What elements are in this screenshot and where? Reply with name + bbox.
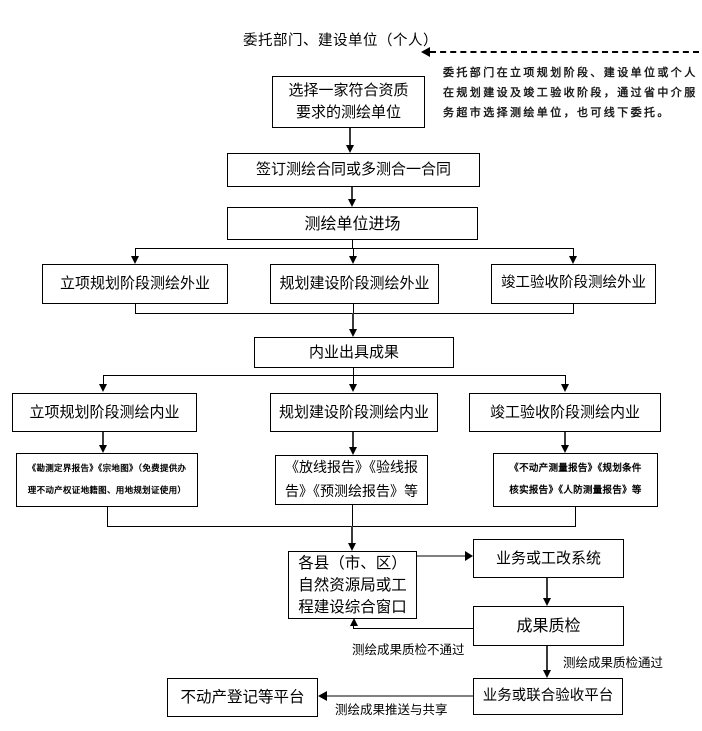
arrow-down-icon bbox=[99, 384, 107, 392]
dashed-line bbox=[430, 51, 699, 53]
connector-line bbox=[103, 375, 104, 385]
box-joint-acceptance-platform: 业务或联合验收平台 bbox=[473, 678, 623, 715]
label-qc-fail: 测绘成果质检不通过 bbox=[352, 642, 465, 657]
connector-line bbox=[353, 248, 354, 257]
box-office-results: 内业出具成果 bbox=[254, 337, 454, 368]
arrow-down-icon bbox=[348, 543, 356, 551]
arrow-shaft bbox=[102, 432, 104, 445]
arrow-shaft bbox=[351, 187, 353, 199]
box-field-planning: 立项规划阶段测绘外业 bbox=[42, 264, 228, 304]
connector-line bbox=[353, 368, 354, 375]
arrow-down-icon bbox=[561, 445, 569, 453]
connector-line bbox=[353, 626, 354, 629]
box-select-unit: 选择一家符合资质 要求的测绘单位 bbox=[272, 76, 425, 128]
connector-line bbox=[565, 375, 566, 385]
label-share: 测绘成果推送与共享 bbox=[335, 702, 448, 717]
arrow-shaft bbox=[327, 695, 473, 697]
box-field-construction: 规划建设阶段测绘外业 bbox=[270, 264, 439, 304]
arrow-down-icon bbox=[349, 329, 357, 337]
label-qc-pass: 测绘成果质检通过 bbox=[563, 655, 664, 670]
arrow-shaft bbox=[417, 555, 465, 557]
connector-line bbox=[573, 304, 574, 314]
arrow-down-icon bbox=[346, 145, 354, 153]
arrow-down-icon bbox=[349, 384, 357, 392]
connector-line bbox=[107, 526, 576, 527]
connector-line bbox=[353, 628, 473, 629]
box-work-reform-system: 业务或工改系统 bbox=[473, 539, 624, 578]
connector-line bbox=[103, 375, 565, 376]
box-docs-construction: 《放线报告》《验线报 告》《预测绘报告》等 bbox=[275, 455, 428, 505]
connector-line bbox=[135, 248, 574, 249]
arrow-shaft bbox=[564, 432, 566, 445]
box-docs-planning: 《勘测定界报告》《宗地图》（免费提供办 理不动产权证地籍图、用地规划证使用） bbox=[16, 453, 198, 507]
box-sign-contract: 签订测绘合同或多测合一合同 bbox=[227, 153, 480, 187]
box-county-window: 各县（市、区） 自然资源局或工 程建设综合窗口 bbox=[288, 551, 417, 619]
box-field-acceptance: 竣工验收阶段测绘外业 bbox=[491, 264, 656, 304]
arrow-right-icon bbox=[465, 551, 473, 561]
dashed-arrow-left-icon bbox=[421, 47, 430, 57]
arrow-shaft bbox=[349, 128, 351, 145]
arrow-down-icon bbox=[349, 447, 357, 455]
arrow-shaft bbox=[546, 578, 548, 598]
arrow-down-icon bbox=[131, 256, 139, 264]
arrow-down-icon bbox=[348, 199, 356, 207]
connector-line bbox=[573, 248, 574, 257]
connector-line bbox=[107, 507, 108, 527]
connector-line bbox=[352, 505, 353, 526]
arrow-up-icon bbox=[350, 618, 358, 626]
box-office-acceptance: 竣工验收阶段测绘内业 bbox=[469, 393, 661, 432]
arrow-shaft bbox=[352, 313, 354, 329]
box-docs-acceptance: 《不动产测量报告》《规划条件 核实报告》《人防测量报告》等 bbox=[493, 453, 658, 507]
arrow-down-icon bbox=[543, 670, 551, 678]
connector-line bbox=[135, 304, 136, 314]
box-office-construction: 规划建设阶段测绘内业 bbox=[270, 393, 438, 432]
arrow-shaft bbox=[546, 646, 548, 670]
connector-line bbox=[575, 507, 576, 527]
arrow-down-icon bbox=[99, 445, 107, 453]
side-note: 委托部门在立项规划阶段、建设单位或个人 在规划建设及竣工验收阶段，通过省中介服 … bbox=[443, 66, 698, 119]
arrow-left-icon bbox=[318, 691, 327, 701]
connector-line bbox=[135, 313, 573, 314]
box-quality-check: 成果质检 bbox=[473, 606, 624, 646]
arrow-down-icon bbox=[349, 256, 357, 264]
box-enter-site: 测绘单位进场 bbox=[227, 207, 478, 240]
chart-title: 委托部门、建设单位（个人） bbox=[243, 33, 438, 49]
box-real-estate-platform: 不动产登记等平台 bbox=[167, 678, 318, 717]
arrow-down-icon bbox=[543, 598, 551, 606]
arrow-shaft bbox=[352, 432, 354, 447]
connector-line bbox=[352, 240, 353, 248]
arrow-down-icon bbox=[561, 384, 569, 392]
box-office-planning: 立项规划阶段测绘内业 bbox=[12, 393, 197, 432]
connector-line bbox=[135, 248, 136, 257]
connector-line bbox=[353, 375, 354, 385]
arrow-shaft bbox=[351, 526, 353, 543]
connector-line bbox=[353, 304, 354, 314]
arrow-down-icon bbox=[569, 256, 577, 264]
